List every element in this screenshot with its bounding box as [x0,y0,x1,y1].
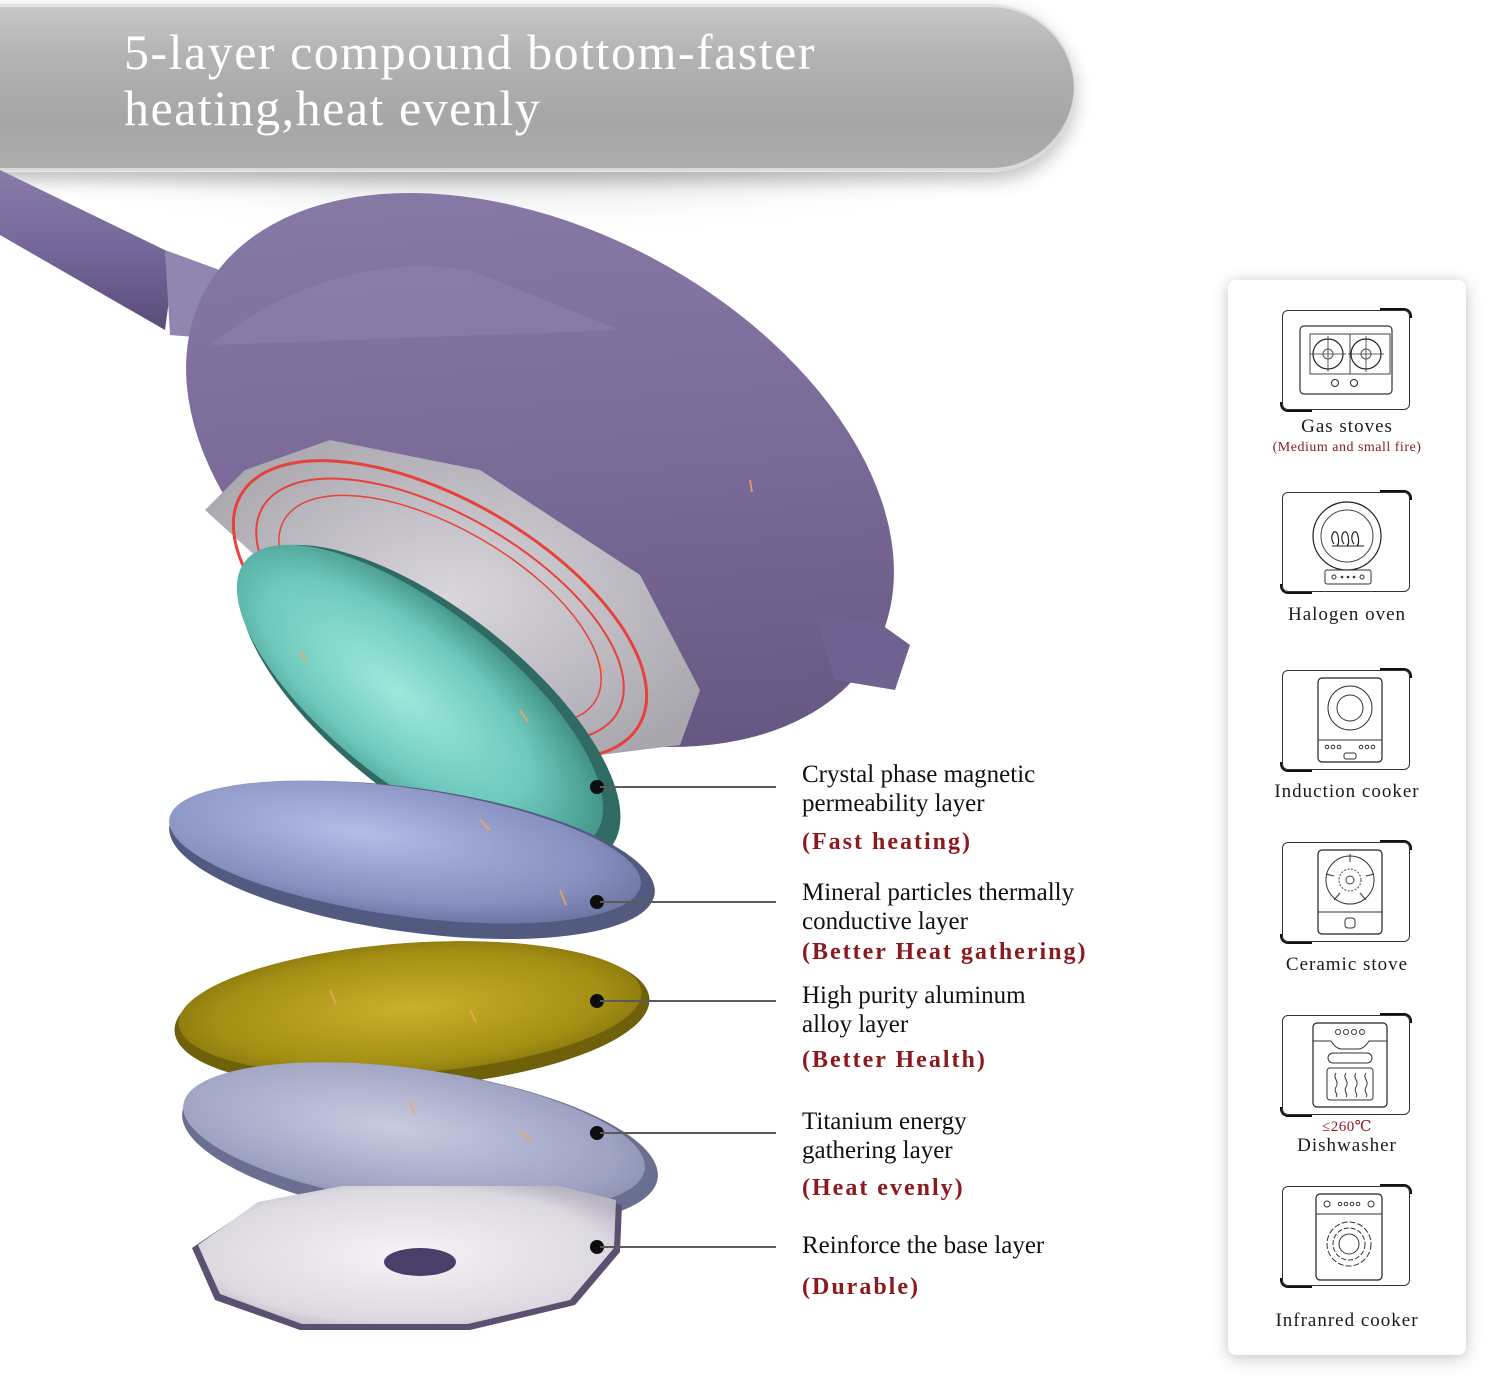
compat-note: (Medium and small fire) [1272,440,1422,455]
layer-benefit: (Durable) [802,1274,920,1300]
infrared-cooker-icon [1315,1193,1383,1281]
layer-title: High purity aluminum alloy layer [802,982,1026,1038]
layer-title: Mineral particles thermally conductive l… [802,879,1075,935]
compat-label: Induction cooker [1274,781,1420,802]
callout-dot [590,994,604,1008]
ceramic-stove-icon [1317,849,1383,935]
layer-benefit: (Better Health) [802,1047,987,1073]
compat-label: Infranred cooker [1275,1310,1419,1331]
halogen-oven-icon [1312,501,1382,585]
compatibility-panel: Gas stoves (Medium and small fire) Halog… [1228,280,1466,1355]
leader-line [600,1246,776,1248]
pan-layers-graphic [0,170,910,1330]
leader-line [600,786,776,788]
layer-benefit: (Better Heat gathering) [802,939,1088,965]
gas-stove-icon [1299,325,1393,395]
callout-dot [590,895,604,909]
callout-dot [590,780,604,794]
headline-text: 5-layer compound bottom-faster heating,h… [124,24,1024,136]
oven-icon [1312,1022,1388,1108]
compat-note: ≤260℃ [1321,1119,1372,1135]
induction-cooker-icon [1317,677,1383,763]
layer-title: Titanium energy gathering layer [802,1108,967,1164]
leader-line [600,1000,776,1002]
headline-line-1: 5-layer compound bottom-faster [124,24,817,80]
compat-label: Ceramic stove [1285,954,1409,975]
compat-label: Dishwasher [1297,1135,1397,1156]
callout-dot [590,1240,604,1254]
callout-dot [590,1126,604,1140]
leader-line [600,901,776,903]
compat-label: Gas stoves [1301,416,1393,437]
compat-label: Halogen oven [1287,604,1407,625]
headline-banner [0,4,1075,172]
layer-benefit: (Heat evenly) [802,1175,965,1201]
layer-title: Reinforce the base layer [802,1232,1045,1259]
layer-title: Crystal phase magnetic permeability laye… [802,761,1036,817]
exploded-pan-illustration [0,160,1000,1360]
headline-line-2: heating,heat evenly [124,80,542,136]
leader-line [600,1132,776,1134]
layer-benefit: (Fast heating) [802,829,972,855]
